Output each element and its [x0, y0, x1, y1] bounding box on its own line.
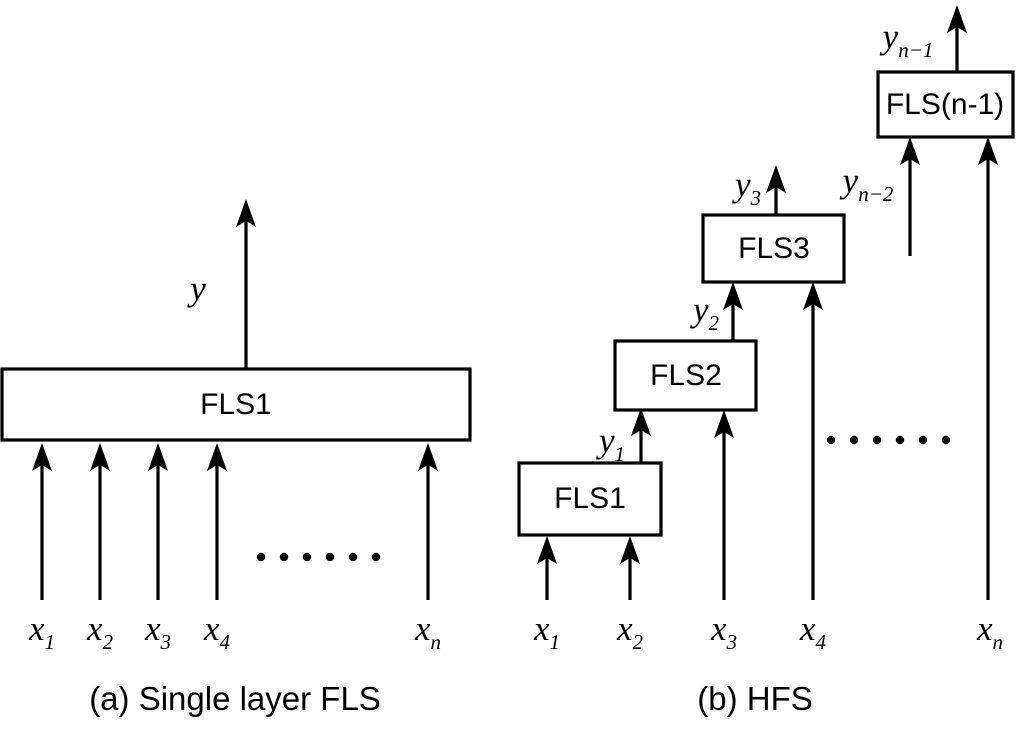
connector-y1: [631, 408, 651, 463]
output-arrow-y-n-minus-1: [947, 5, 967, 72]
box-fls-n-minus-1[interactable]: FLS(n-1): [876, 70, 1015, 139]
input-label-x2: x2: [86, 609, 114, 654]
input-label-x2: x2: [616, 609, 644, 654]
signal-label-y2: y2: [690, 290, 720, 335]
input-label-x1: x1: [28, 609, 55, 654]
output-label-y: y: [187, 269, 206, 308]
input-arrow-x4: [207, 443, 227, 600]
box-fls2-label: FLS2: [650, 359, 722, 392]
box-fls1-label: FLS1: [200, 388, 272, 421]
input-arrow-x1: [537, 536, 557, 600]
input-arrow-x4: [803, 282, 823, 600]
box-fls3-label: FLS3: [738, 232, 810, 265]
input-arrow-x3: [148, 443, 168, 600]
input-label-x3: x3: [710, 609, 737, 654]
box-fls1[interactable]: FLS1: [0, 367, 472, 442]
connector-y2: [723, 282, 743, 341]
box-fls2[interactable]: FLS2: [613, 339, 758, 412]
box-fls3[interactable]: FLS3: [701, 213, 846, 284]
signal-label-y1: y1: [596, 421, 625, 466]
ellipsis-a: [256, 552, 381, 562]
input-arrow-x1: [32, 443, 52, 600]
input-arrow-x2: [90, 443, 110, 600]
box-fls1[interactable]: FLS1: [517, 461, 663, 537]
input-arrow-x2: [620, 536, 640, 600]
signal-label-y3: y3: [732, 165, 761, 210]
output-arrow-y3: [766, 165, 786, 215]
input-arrow-xn: [978, 137, 998, 600]
input-label-x4: x4: [799, 609, 827, 654]
signal-label-y-n-minus-2: yn−2: [840, 161, 894, 206]
panel-a: y FLS1: [0, 199, 472, 717]
output-arrow-y: [236, 199, 256, 369]
input-label-x3: x3: [144, 609, 171, 654]
signal-label-y-n-minus-1: yn−1: [880, 17, 934, 62]
panel-b: FLS1 FLS2 FLS3 FLS(n-1) y1: [517, 5, 1015, 717]
input-label-x1: x1: [533, 609, 560, 654]
ellipsis-b: [826, 435, 951, 445]
input-label-x4: x4: [203, 609, 231, 654]
caption-panel-b: (b) HFS: [697, 680, 813, 717]
connector-y-n-minus-2: [900, 137, 920, 256]
box-fls1-label: FLS1: [554, 482, 626, 515]
caption-panel-a: (a) Single layer FLS: [89, 680, 381, 717]
box-fls-n-minus-1-label: FLS(n-1): [886, 88, 1004, 121]
input-label-xn: xn: [414, 609, 441, 654]
input-arrow-xn: [418, 443, 438, 600]
input-label-xn: xn: [976, 609, 1003, 654]
input-arrow-x3: [714, 410, 734, 600]
